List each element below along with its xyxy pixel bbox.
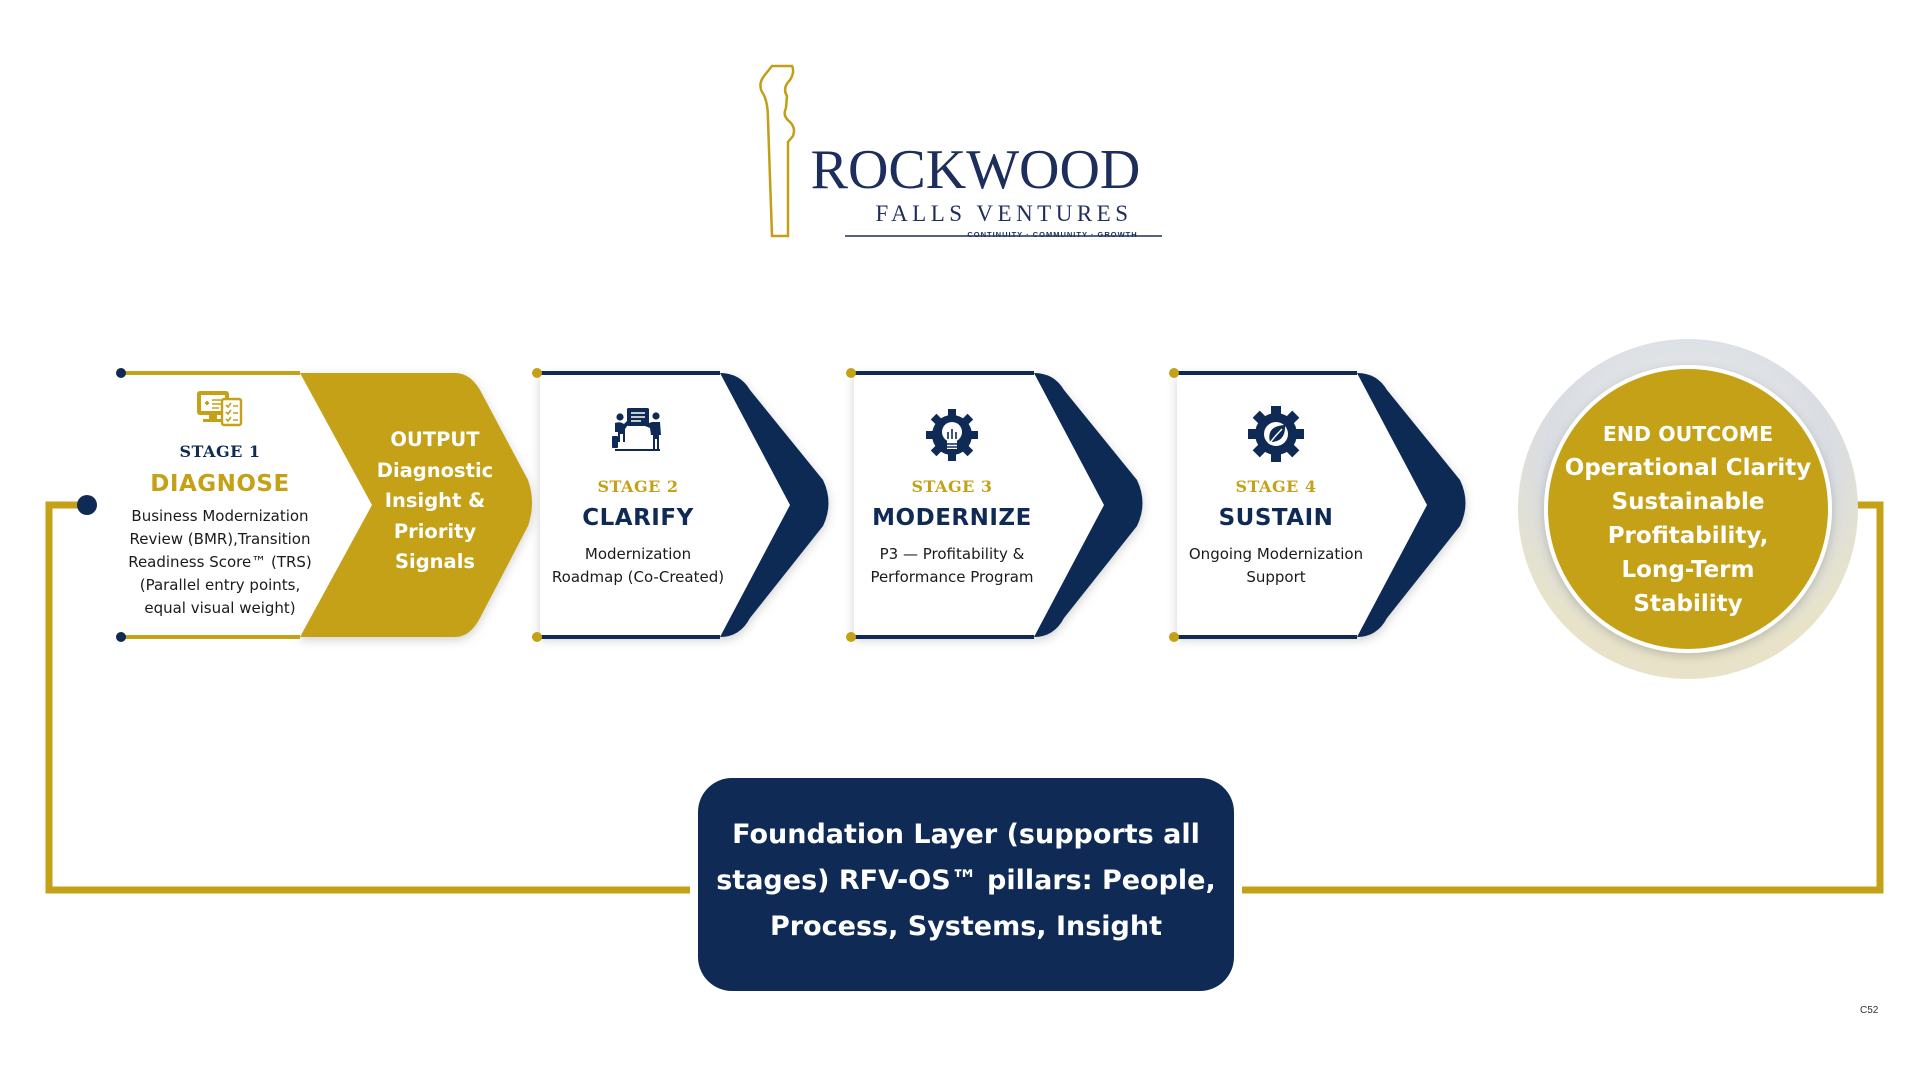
stage-3-number: STAGE 3 [911, 477, 993, 496]
stage-1-desc-line: equal visual weight) [144, 599, 296, 617]
stage-2-border [540, 371, 720, 639]
logo-subname: FALLS VENTURES [875, 201, 1133, 226]
end-outcome-circle [1544, 365, 1832, 653]
loop-start-dot [77, 495, 97, 515]
stage-4-number: STAGE 4 [1235, 477, 1317, 496]
stage-4-border [1177, 371, 1357, 639]
stage-4-desc-line: Ongoing Modernization [1188, 545, 1364, 563]
output-line: Signals [394, 550, 476, 573]
stage-1-desc-line: (Parallel entry points, [139, 576, 301, 594]
stage-3-title: MODERNIZE [872, 505, 1032, 531]
foundation-line: Process, Systems, Insight [769, 911, 1162, 942]
stage-1-number: STAGE 1 [179, 442, 261, 461]
foundation-line: stages) RFV-OS™ pillars: People, [716, 865, 1216, 896]
end-outcome-heading: END OUTCOME [1602, 422, 1774, 446]
stage-1-title: DIAGNOSE [150, 471, 290, 497]
output-label: OUTPUT Diagnostic Insight & Priority Sig… [372, 425, 498, 578]
end-outcome-line: Profitability, [1607, 523, 1769, 549]
foundation-box [698, 778, 1234, 991]
stage-2-dot-top [532, 368, 542, 378]
output-line: Priority [393, 519, 477, 543]
lightbulb-gear-icon [926, 409, 978, 461]
foundation-label: Foundation Layer (supports all stages) R… [706, 812, 1226, 950]
stage-2-description: Modernization Roadmap (Co-Created) [533, 543, 743, 589]
logo-name: ROCKWOOD [810, 139, 1141, 201]
computer-checklist-icon [197, 391, 243, 427]
output-line: Diagnostic [376, 458, 494, 482]
stage-2-desc-line: Modernization [584, 545, 692, 563]
stage-3-card [854, 373, 1104, 637]
gear-leaf-icon [1248, 406, 1304, 462]
stage-1-desc-line: Business Modernization [131, 507, 309, 525]
stage-3-desc-line: P3 — Profitability & [879, 545, 1025, 563]
stage-4-card [1177, 373, 1427, 637]
stage-2-title: CLARIFY [582, 505, 694, 531]
stage-1-desc-line: Review (BMR),Transition [129, 530, 311, 548]
stage-1-dot-bottom [116, 632, 126, 642]
stage-4-desc-line: Support [1246, 568, 1306, 586]
stage-3-dot-top [846, 368, 856, 378]
stage-4-description: Ongoing Modernization Support [1166, 543, 1386, 589]
stage-4-dot-bottom [1169, 632, 1179, 642]
end-outcome-line: Stability [1633, 591, 1743, 617]
logo-tagline: CONTINUITY · COMMUNITY · GROWTH [967, 230, 1138, 239]
end-outcome-line: Long-Term [1621, 557, 1755, 583]
stage-2-dot-bottom [532, 632, 542, 642]
output-line: Insight & [384, 489, 486, 512]
stage-4-dot-top [1169, 368, 1179, 378]
stage-2-number: STAGE 2 [597, 477, 679, 496]
team-presentation-icon [612, 408, 661, 451]
foundation-line: Foundation Layer (supports all [732, 819, 1200, 850]
stage-4-title: SUSTAIN [1218, 505, 1334, 531]
output-chevron [300, 373, 532, 637]
stage-3-desc-line: Performance Program [870, 568, 1034, 586]
end-outcome-line: Sustainable [1611, 489, 1765, 515]
page-code: C52 [1860, 1005, 1879, 1016]
stage-3-description: P3 — Profitability & Performance Program [847, 543, 1057, 589]
stage-1-card [122, 373, 372, 637]
output-heading: OUTPUT [390, 428, 480, 451]
loop-connector-left [45, 501, 690, 894]
stage-3-dot-bottom [846, 632, 856, 642]
logo-state-outline-icon [759, 64, 796, 238]
stage-1-desc-line: Readiness Score™ (TRS) [128, 553, 312, 571]
stage-1-description: Business Modernization Review (BMR),Tran… [115, 505, 325, 620]
stage-1-dot-top [116, 368, 126, 378]
stage-2-card [540, 373, 790, 637]
end-outcome-line: Operational Clarity [1564, 455, 1812, 481]
stage-3-border [854, 371, 1034, 639]
end-outcome-label: END OUTCOME Operational Clarity Sustaina… [1558, 417, 1818, 621]
stage-2-desc-line: Roadmap (Co-Created) [551, 568, 725, 586]
stage-1-border [122, 371, 300, 639]
